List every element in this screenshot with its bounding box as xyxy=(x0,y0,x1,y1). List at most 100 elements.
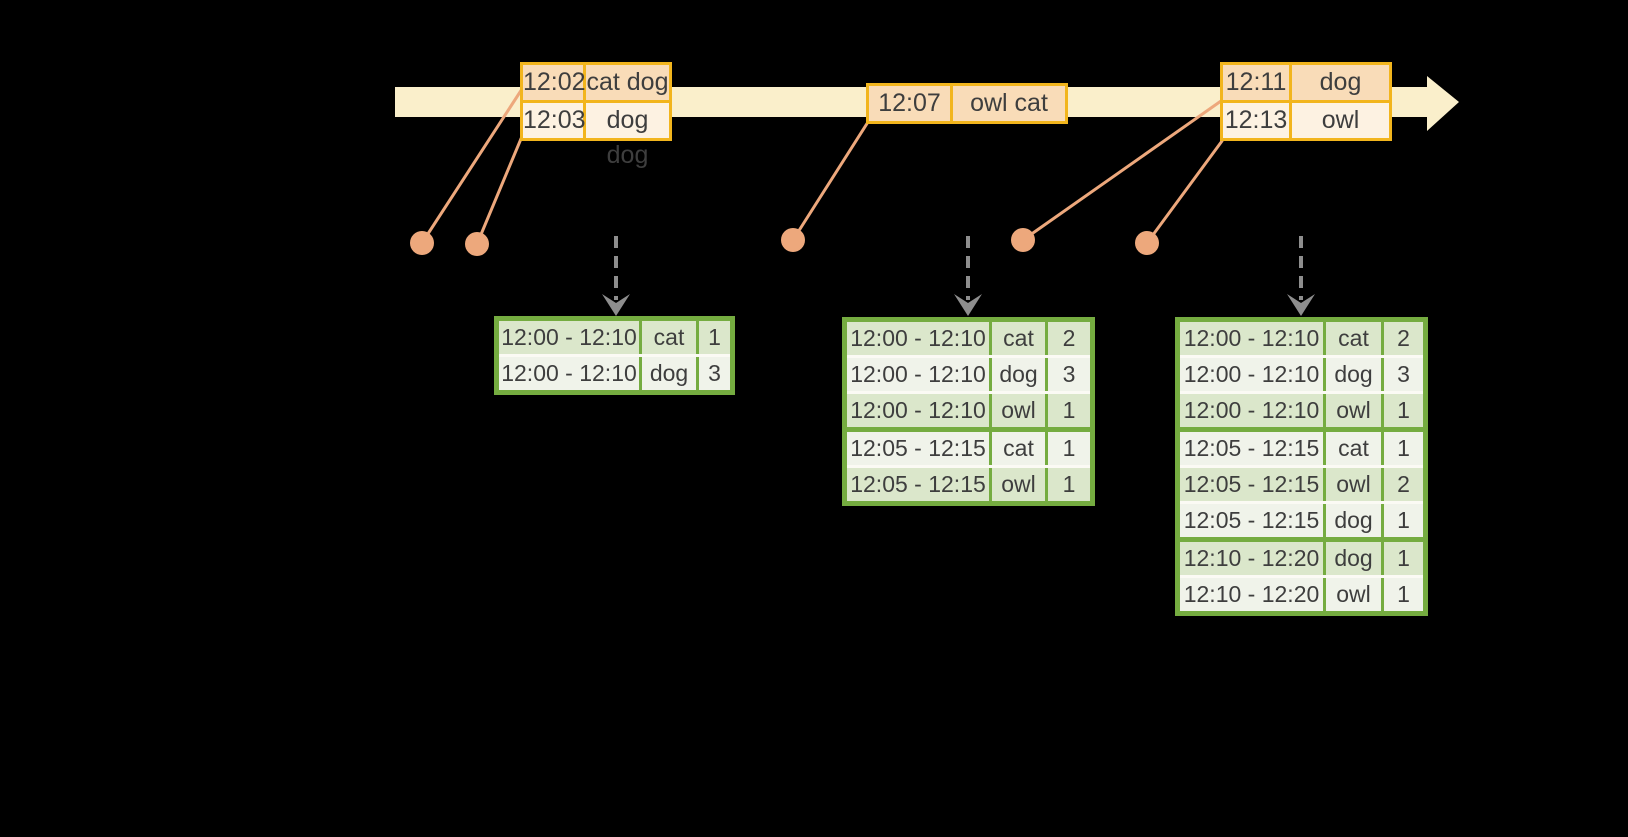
result-table-3: 12:00 - 12:10 cat 2 12:00 - 12:10 dog 3 … xyxy=(1175,317,1428,616)
event-row: 12:11 dog xyxy=(1223,65,1389,100)
count-cell: 1 xyxy=(1048,394,1090,427)
trigger-arrowheads xyxy=(602,294,1315,316)
count-cell: 2 xyxy=(1384,322,1423,355)
event-words-cell: owl cat xyxy=(953,86,1065,121)
window-cell: 12:00 - 12:10 xyxy=(847,358,989,391)
window-cell: 12:00 - 12:10 xyxy=(499,321,639,354)
window-cell: 12:00 - 12:10 xyxy=(847,394,989,427)
result-row: 12:00 - 12:10 cat 2 xyxy=(847,322,1090,355)
event-row: 12:13 owl xyxy=(1223,103,1389,138)
event-connector-line xyxy=(475,132,525,246)
word-cell: dog xyxy=(1326,358,1381,391)
count-cell: 1 xyxy=(1384,504,1423,537)
result-row: 12:05 - 12:15 dog 1 xyxy=(1180,504,1423,537)
event-connector-lines xyxy=(420,87,1224,246)
trigger-arrows xyxy=(614,236,1303,300)
count-cell: 1 xyxy=(1048,432,1090,465)
window-cell: 12:05 - 12:15 xyxy=(1180,504,1323,537)
count-cell: 2 xyxy=(1048,322,1090,355)
event-connector-line xyxy=(791,120,870,242)
result-row: 12:00 - 12:10 cat 1 xyxy=(499,321,730,354)
result-row: 12:05 - 12:15 owl 2 xyxy=(1180,468,1423,501)
result-row: 12:00 - 12:10 dog 3 xyxy=(1180,358,1423,391)
result-row: 12:05 - 12:15 cat 1 xyxy=(1180,432,1423,465)
event-time-cell: 12:13 xyxy=(1223,103,1289,138)
word-cell: cat xyxy=(992,432,1045,465)
result-table-1: 12:00 - 12:10 cat 1 12:00 - 12:10 dog 3 xyxy=(494,316,735,395)
word-cell: dog xyxy=(1326,542,1381,575)
word-cell: cat xyxy=(1326,322,1381,355)
event-words-cell: dog dog xyxy=(586,103,669,169)
window-cell: 12:00 - 12:10 xyxy=(1180,358,1323,391)
result-row: 12:00 - 12:10 owl 1 xyxy=(847,394,1090,427)
window-group-separator xyxy=(1180,427,1423,432)
event-connector-line xyxy=(1021,99,1223,242)
result-row: 12:00 - 12:10 dog 3 xyxy=(847,358,1090,391)
result-row: 12:00 - 12:10 owl 1 xyxy=(1180,394,1423,427)
event-marker-dot xyxy=(1135,231,1159,255)
event-row: 12:07 owl cat xyxy=(869,86,1065,121)
event-time-cell: 12:02 xyxy=(523,65,586,100)
row-separator xyxy=(847,355,1090,358)
window-group-separator xyxy=(847,427,1090,432)
count-cell: 1 xyxy=(1384,394,1423,427)
window-cell: 12:05 - 12:15 xyxy=(847,468,989,501)
row-separator xyxy=(1180,355,1423,358)
word-cell: owl xyxy=(1326,578,1381,611)
word-cell: owl xyxy=(1326,468,1381,501)
event-marker-dot xyxy=(410,231,434,255)
window-group-separator xyxy=(1180,537,1423,542)
event-table-2: 12:07 owl cat xyxy=(866,83,1068,124)
count-cell: 3 xyxy=(1384,358,1423,391)
window-cell: 12:00 - 12:10 xyxy=(499,357,639,390)
word-cell: dog xyxy=(992,358,1045,391)
window-cell: 12:00 - 12:10 xyxy=(1180,394,1323,427)
row-separator xyxy=(1180,575,1423,578)
row-separator xyxy=(1180,465,1423,468)
count-cell: 3 xyxy=(699,357,730,390)
event-time-cell: 12:03 xyxy=(523,103,586,138)
window-cell: 12:00 - 12:10 xyxy=(847,322,989,355)
count-cell: 3 xyxy=(1048,358,1090,391)
window-cell: 12:05 - 12:15 xyxy=(1180,432,1323,465)
count-cell: 2 xyxy=(1384,468,1423,501)
event-words-cell: cat dog xyxy=(586,65,669,100)
timeline-arrowhead-icon xyxy=(1427,76,1459,131)
event-marker-dot xyxy=(781,228,805,252)
count-cell: 1 xyxy=(1384,542,1423,575)
result-row: 12:10 - 12:20 dog 1 xyxy=(1180,542,1423,575)
result-row: 12:10 - 12:20 owl 1 xyxy=(1180,578,1423,611)
row-separator xyxy=(847,465,1090,468)
window-cell: 12:05 - 12:15 xyxy=(1180,468,1323,501)
word-cell: cat xyxy=(642,321,696,354)
result-row: 12:05 - 12:15 cat 1 xyxy=(847,432,1090,465)
word-cell: owl xyxy=(1326,394,1381,427)
result-row: 12:00 - 12:10 dog 3 xyxy=(499,357,730,390)
trigger-arrowhead-icon xyxy=(1287,294,1315,316)
word-cell: dog xyxy=(642,357,696,390)
count-cell: 1 xyxy=(699,321,730,354)
event-row: 12:03 dog dog xyxy=(523,103,669,169)
event-table-1: 12:02 cat dog 12:03 dog dog xyxy=(520,62,672,169)
event-marker-dot xyxy=(1011,228,1035,252)
event-words-cell: owl xyxy=(1292,103,1389,138)
row-separator xyxy=(499,354,730,357)
window-cell: 12:10 - 12:20 xyxy=(1180,542,1323,575)
event-time-cell: 12:07 xyxy=(869,86,950,121)
row-separator xyxy=(1180,391,1423,394)
row-separator xyxy=(847,391,1090,394)
count-cell: 1 xyxy=(1384,432,1423,465)
trigger-arrowhead-icon xyxy=(954,294,982,316)
word-cell: owl xyxy=(992,468,1045,501)
event-connector-line xyxy=(420,87,524,245)
row-separator xyxy=(1180,501,1423,504)
event-marker-dots xyxy=(410,228,1159,256)
word-cell: dog xyxy=(1326,504,1381,537)
word-cell: cat xyxy=(1326,432,1381,465)
event-row: 12:02 cat dog xyxy=(523,65,669,100)
result-row: 12:00 - 12:10 cat 2 xyxy=(1180,322,1423,355)
word-cell: owl xyxy=(992,394,1045,427)
event-words-cell: dog xyxy=(1292,65,1389,100)
result-row: 12:05 - 12:15 owl 1 xyxy=(847,468,1090,501)
